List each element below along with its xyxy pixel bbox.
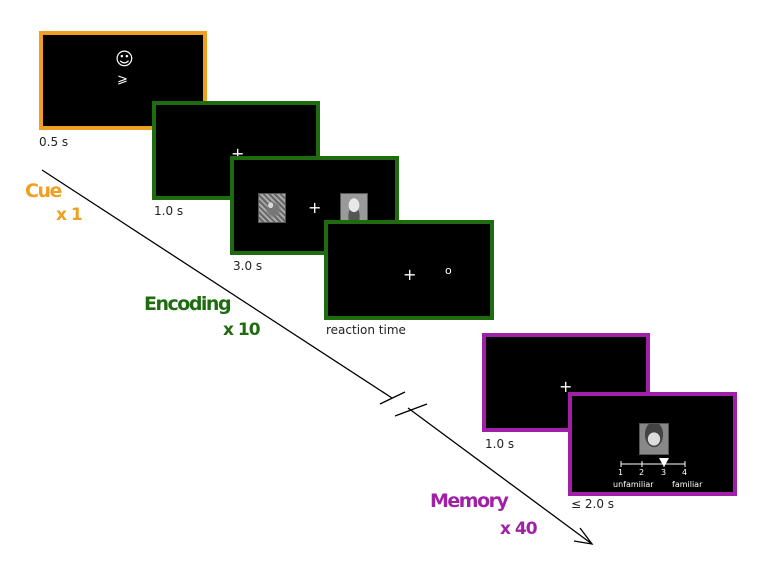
fixation-cross-icon: + (308, 198, 322, 217)
smiley-icon: ☺ (115, 49, 134, 70)
timeline-arrowhead (573, 527, 594, 545)
encoding-count-label: x 10 (223, 320, 261, 340)
cue-timing: 0.5 s (39, 135, 69, 149)
scale-number-2: 2 (639, 468, 645, 477)
face-image-left (258, 193, 286, 223)
face-image-right (340, 193, 368, 223)
timeline-break-mark (379, 391, 406, 405)
memory-rating-screen: 1 2 3 4 unfamiliar familiar (568, 392, 737, 496)
fixation-cross-icon: + (559, 377, 573, 396)
scale-label-familiar: familiar (672, 480, 703, 489)
scale-number-1: 1 (618, 468, 624, 477)
probe-circle-icon: o (445, 264, 452, 277)
encoding-faces-timing: 3.0 s (233, 259, 263, 273)
fixation-cross-icon: + (403, 265, 417, 284)
encoding-probe-screen: + o (324, 220, 494, 320)
memory-phase-label: Memory (430, 490, 509, 512)
memory-fixation-timing: 1.0 s (485, 437, 515, 451)
encoding-phase-label: Encoding (144, 293, 232, 315)
cue-phase-label: Cue (25, 180, 62, 202)
face-image-test (639, 423, 669, 455)
encoding-probe-timing: reaction time (326, 323, 406, 337)
memory-count-label: x 40 (500, 519, 538, 539)
slider-marker-icon (659, 458, 669, 467)
cue-count-label: x 1 (56, 205, 83, 225)
timeline-line-upper (41, 169, 393, 399)
rating-scale (620, 458, 686, 467)
scale-label-unfamiliar: unfamiliar (613, 480, 654, 489)
timeline-break-mark (394, 403, 428, 417)
scale-number-3: 3 (661, 468, 667, 477)
timeline-line-lower (407, 407, 593, 545)
memory-rating-timing: ≤ 2.0 s (571, 497, 615, 511)
double-arrow-icon: ⩾ (117, 72, 128, 87)
encoding-fixation-timing: 1.0 s (154, 204, 184, 218)
scale-number-4: 4 (682, 468, 688, 477)
